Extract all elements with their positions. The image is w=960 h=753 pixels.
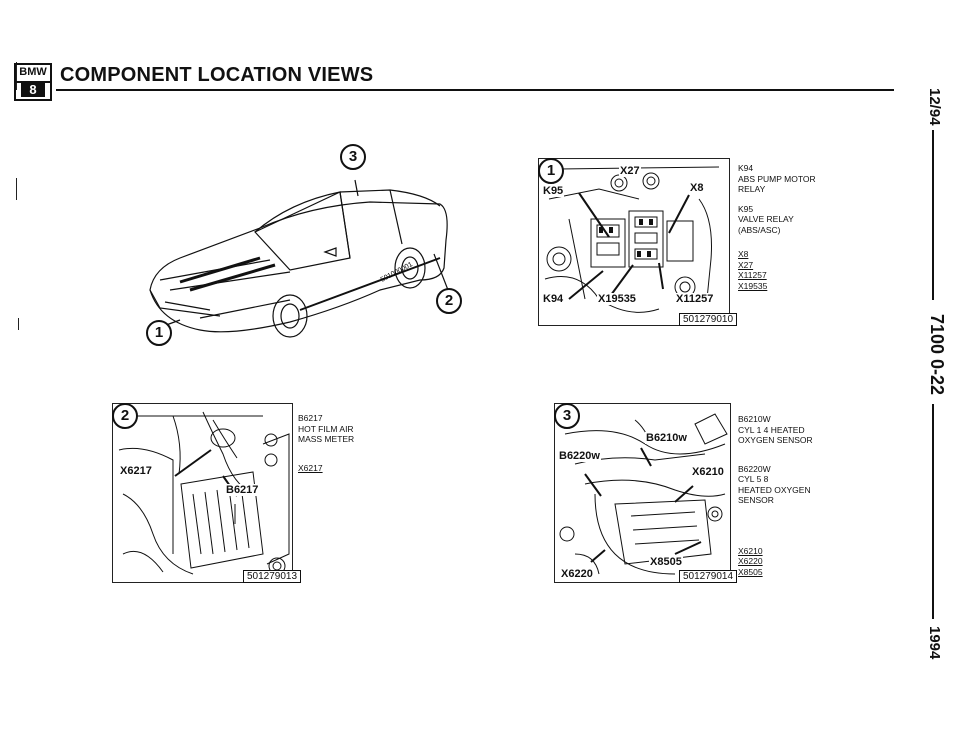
bmw-logo: BMW 8 <box>14 63 52 101</box>
legend-desc: OXYGEN SENSOR <box>738 435 813 445</box>
label-k94: K94 <box>542 293 565 305</box>
year-label: 1994 <box>926 626 943 660</box>
connector-code: X8505 <box>738 566 763 577</box>
legend-code: K94 <box>738 163 754 173</box>
date-label: 12/94 <box>926 88 943 126</box>
label-x11257: X11257 <box>675 293 715 305</box>
margin-mark <box>16 62 17 90</box>
figure-2-drawing <box>118 411 290 575</box>
connector-code: X6210 <box>738 545 763 556</box>
connector-code: X6217 <box>298 462 323 473</box>
label-b6217: B6217 <box>225 484 260 496</box>
legend-desc: HEATED OXYGEN <box>738 484 811 495</box>
legend-code: B6220w <box>738 463 771 474</box>
figure-3-oxygen-sensors: 3 B6210w B6220w X6210 X8505 X6220 501279… <box>554 403 738 583</box>
callout-1: 1 <box>146 320 172 346</box>
figure-2-number: 2 <box>112 403 138 429</box>
side-rule <box>932 404 934 619</box>
figure-3-legend: B6210w CYL 1 4 HEATED OXYGEN SENSOR B622… <box>738 414 813 577</box>
page-number: 7100 0-22 <box>927 314 947 396</box>
car-drawing: 501000001 <box>149 179 449 338</box>
margin-mark <box>18 318 19 330</box>
legend-desc: HOT FILM AIR <box>298 423 354 434</box>
callout-3: 3 <box>340 144 366 170</box>
connector-code: X6220 <box>738 556 763 566</box>
header-rule <box>56 89 894 91</box>
connector-code: X8 <box>738 249 749 259</box>
page-title: COMPONENT LOCATION VIEWS <box>60 64 374 86</box>
legend-desc: RELAY <box>738 184 766 194</box>
figure-1-number: 1 <box>538 158 564 184</box>
figure-1-legend: K94 ABS PUMP MOTOR RELAY K95 VALVE RELAY… <box>738 163 816 291</box>
label-x6217: X6217 <box>119 465 153 477</box>
figure-1-drawing <box>544 166 720 313</box>
legend-code: B6217 <box>298 413 323 423</box>
label-x6210: X6210 <box>691 466 725 478</box>
margin-mark <box>16 178 17 200</box>
label-x8505: X8505 <box>649 556 683 568</box>
logo-brand: BMW <box>16 65 50 83</box>
legend-desc: CYL 1 4 HEATED <box>738 424 805 435</box>
figure-3-id: 501279014 <box>679 570 738 583</box>
figure-1-abs-relays: 1 X27 K95 X8 K94 X19535 X11257 501279010 <box>538 158 738 326</box>
label-x8: X8 <box>689 182 705 194</box>
car-overview-illustration: 501000001 3 2 1 <box>140 140 470 360</box>
label-x27: X27 <box>619 165 641 177</box>
legend-desc: ABS PUMP MOTOR <box>738 173 816 184</box>
figure-2-legend: B6217 HOT FILM AIR MASS METER X6217 <box>298 413 354 473</box>
legend-code: B6210w <box>738 414 771 424</box>
figure-2-id: 501279013 <box>243 570 302 583</box>
legend-desc: MASS METER <box>298 434 355 444</box>
connector-code: X11257 <box>738 270 767 280</box>
legend-desc: (ABS/ASC) <box>738 224 781 235</box>
callout-2: 2 <box>436 288 462 314</box>
side-rule <box>932 130 934 300</box>
legend-desc: CYL 5 8 <box>738 474 769 484</box>
logo-series: 8 <box>21 83 45 97</box>
figure-2-air-mass-meter: 2 X6217 B6217 501279013 <box>112 403 302 583</box>
figure-1-id: 501279010 <box>679 313 738 326</box>
label-x19535: X19535 <box>597 293 637 305</box>
legend-desc: VALVE RELAY <box>738 214 794 224</box>
connector-code: X27 <box>738 259 754 270</box>
label-k95: K95 <box>542 185 565 197</box>
legend-code: K95 <box>738 203 754 214</box>
label-x6220: X6220 <box>560 568 594 580</box>
figure-3-number: 3 <box>554 403 580 429</box>
label-b6210w: B6210w <box>645 432 688 444</box>
plate-number: 501000001 <box>380 261 414 284</box>
label-b6220w: B6220w <box>558 450 601 462</box>
figure-3-drawing <box>559 413 728 575</box>
connector-code: X19535 <box>738 280 768 291</box>
legend-desc: SENSOR <box>738 495 774 505</box>
